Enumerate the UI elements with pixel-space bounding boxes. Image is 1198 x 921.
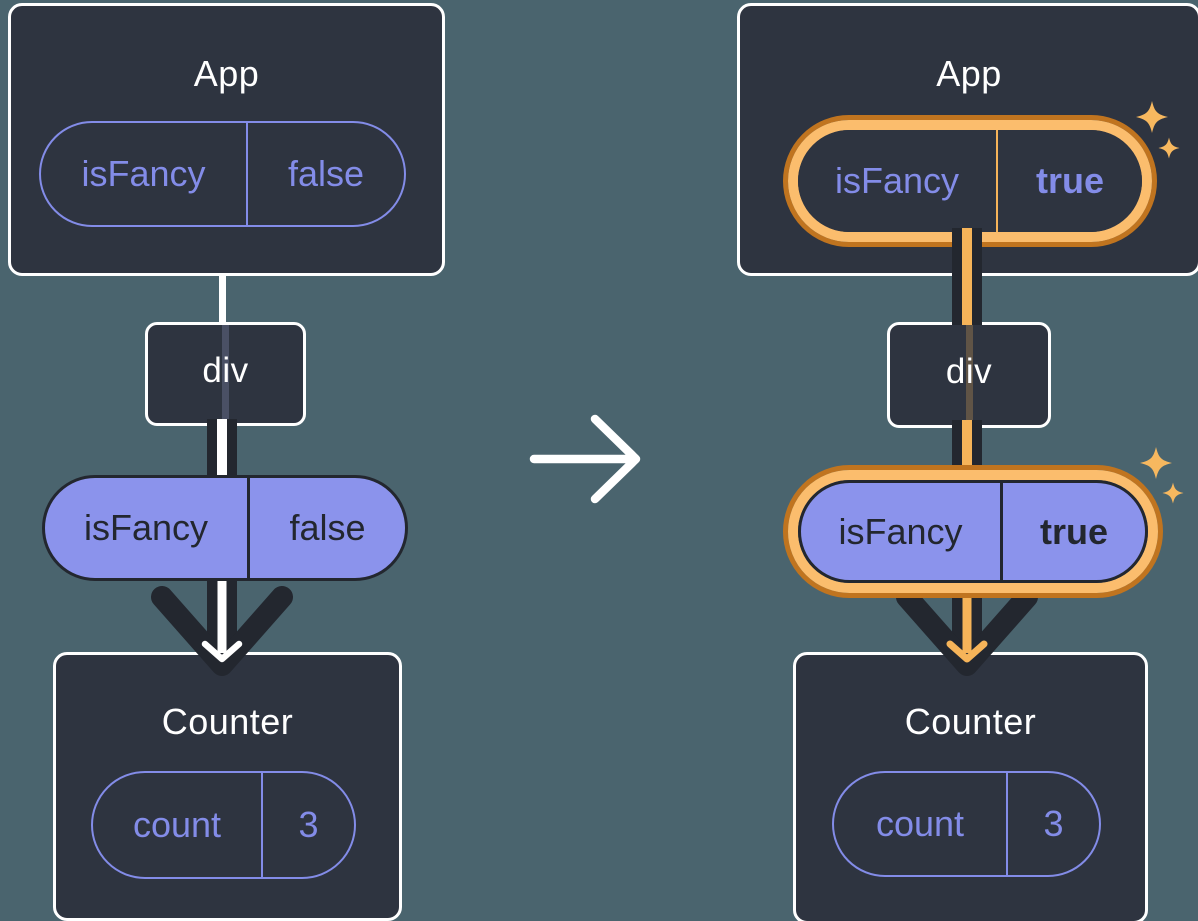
sparkle-icon bbox=[1136, 101, 1180, 159]
state-key: isFancy bbox=[834, 160, 960, 201]
component-title: App bbox=[193, 53, 260, 94]
state-key: isFancy bbox=[81, 153, 206, 194]
div-element-box: div bbox=[145, 322, 306, 426]
component-title: Counter bbox=[161, 701, 294, 742]
transition-arrow-icon bbox=[529, 414, 641, 504]
connector-line bbox=[952, 228, 982, 325]
div-element-box: div bbox=[887, 322, 1051, 428]
connector-line bbox=[207, 419, 237, 479]
connector-ghost-line bbox=[222, 325, 229, 423]
element-tag: div bbox=[202, 351, 249, 390]
prop-pill: isFancy false bbox=[42, 475, 408, 581]
state-pill: count 3 bbox=[91, 771, 356, 879]
state-key: count bbox=[132, 804, 222, 845]
state-pill: count 3 bbox=[832, 771, 1101, 877]
prop-value: false bbox=[247, 478, 405, 578]
state-value: 3 bbox=[261, 773, 354, 877]
state-pill: isFancy false bbox=[39, 121, 406, 227]
counter-component-box: Counter count 3 bbox=[53, 652, 402, 921]
prop-key: isFancy bbox=[838, 510, 963, 552]
state-value: false bbox=[246, 123, 404, 225]
prop-key: isFancy bbox=[83, 507, 209, 548]
counter-component-box: Counter count 3 bbox=[793, 652, 1148, 921]
sparkle-icon bbox=[1140, 447, 1184, 504]
component-title: Counter bbox=[904, 701, 1037, 742]
element-tag: div bbox=[945, 352, 993, 391]
state-value: true bbox=[996, 130, 1142, 232]
app-component-box: App isFancy false bbox=[8, 3, 445, 276]
state-value: 3 bbox=[1006, 773, 1099, 875]
connector-ghost-line bbox=[965, 325, 973, 425]
connector-line bbox=[218, 258, 226, 326]
component-title: App bbox=[936, 53, 1002, 94]
prop-pill-highlighted: isFancy true bbox=[783, 465, 1163, 598]
prop-value: true bbox=[1000, 483, 1145, 580]
state-key: count bbox=[875, 803, 965, 844]
